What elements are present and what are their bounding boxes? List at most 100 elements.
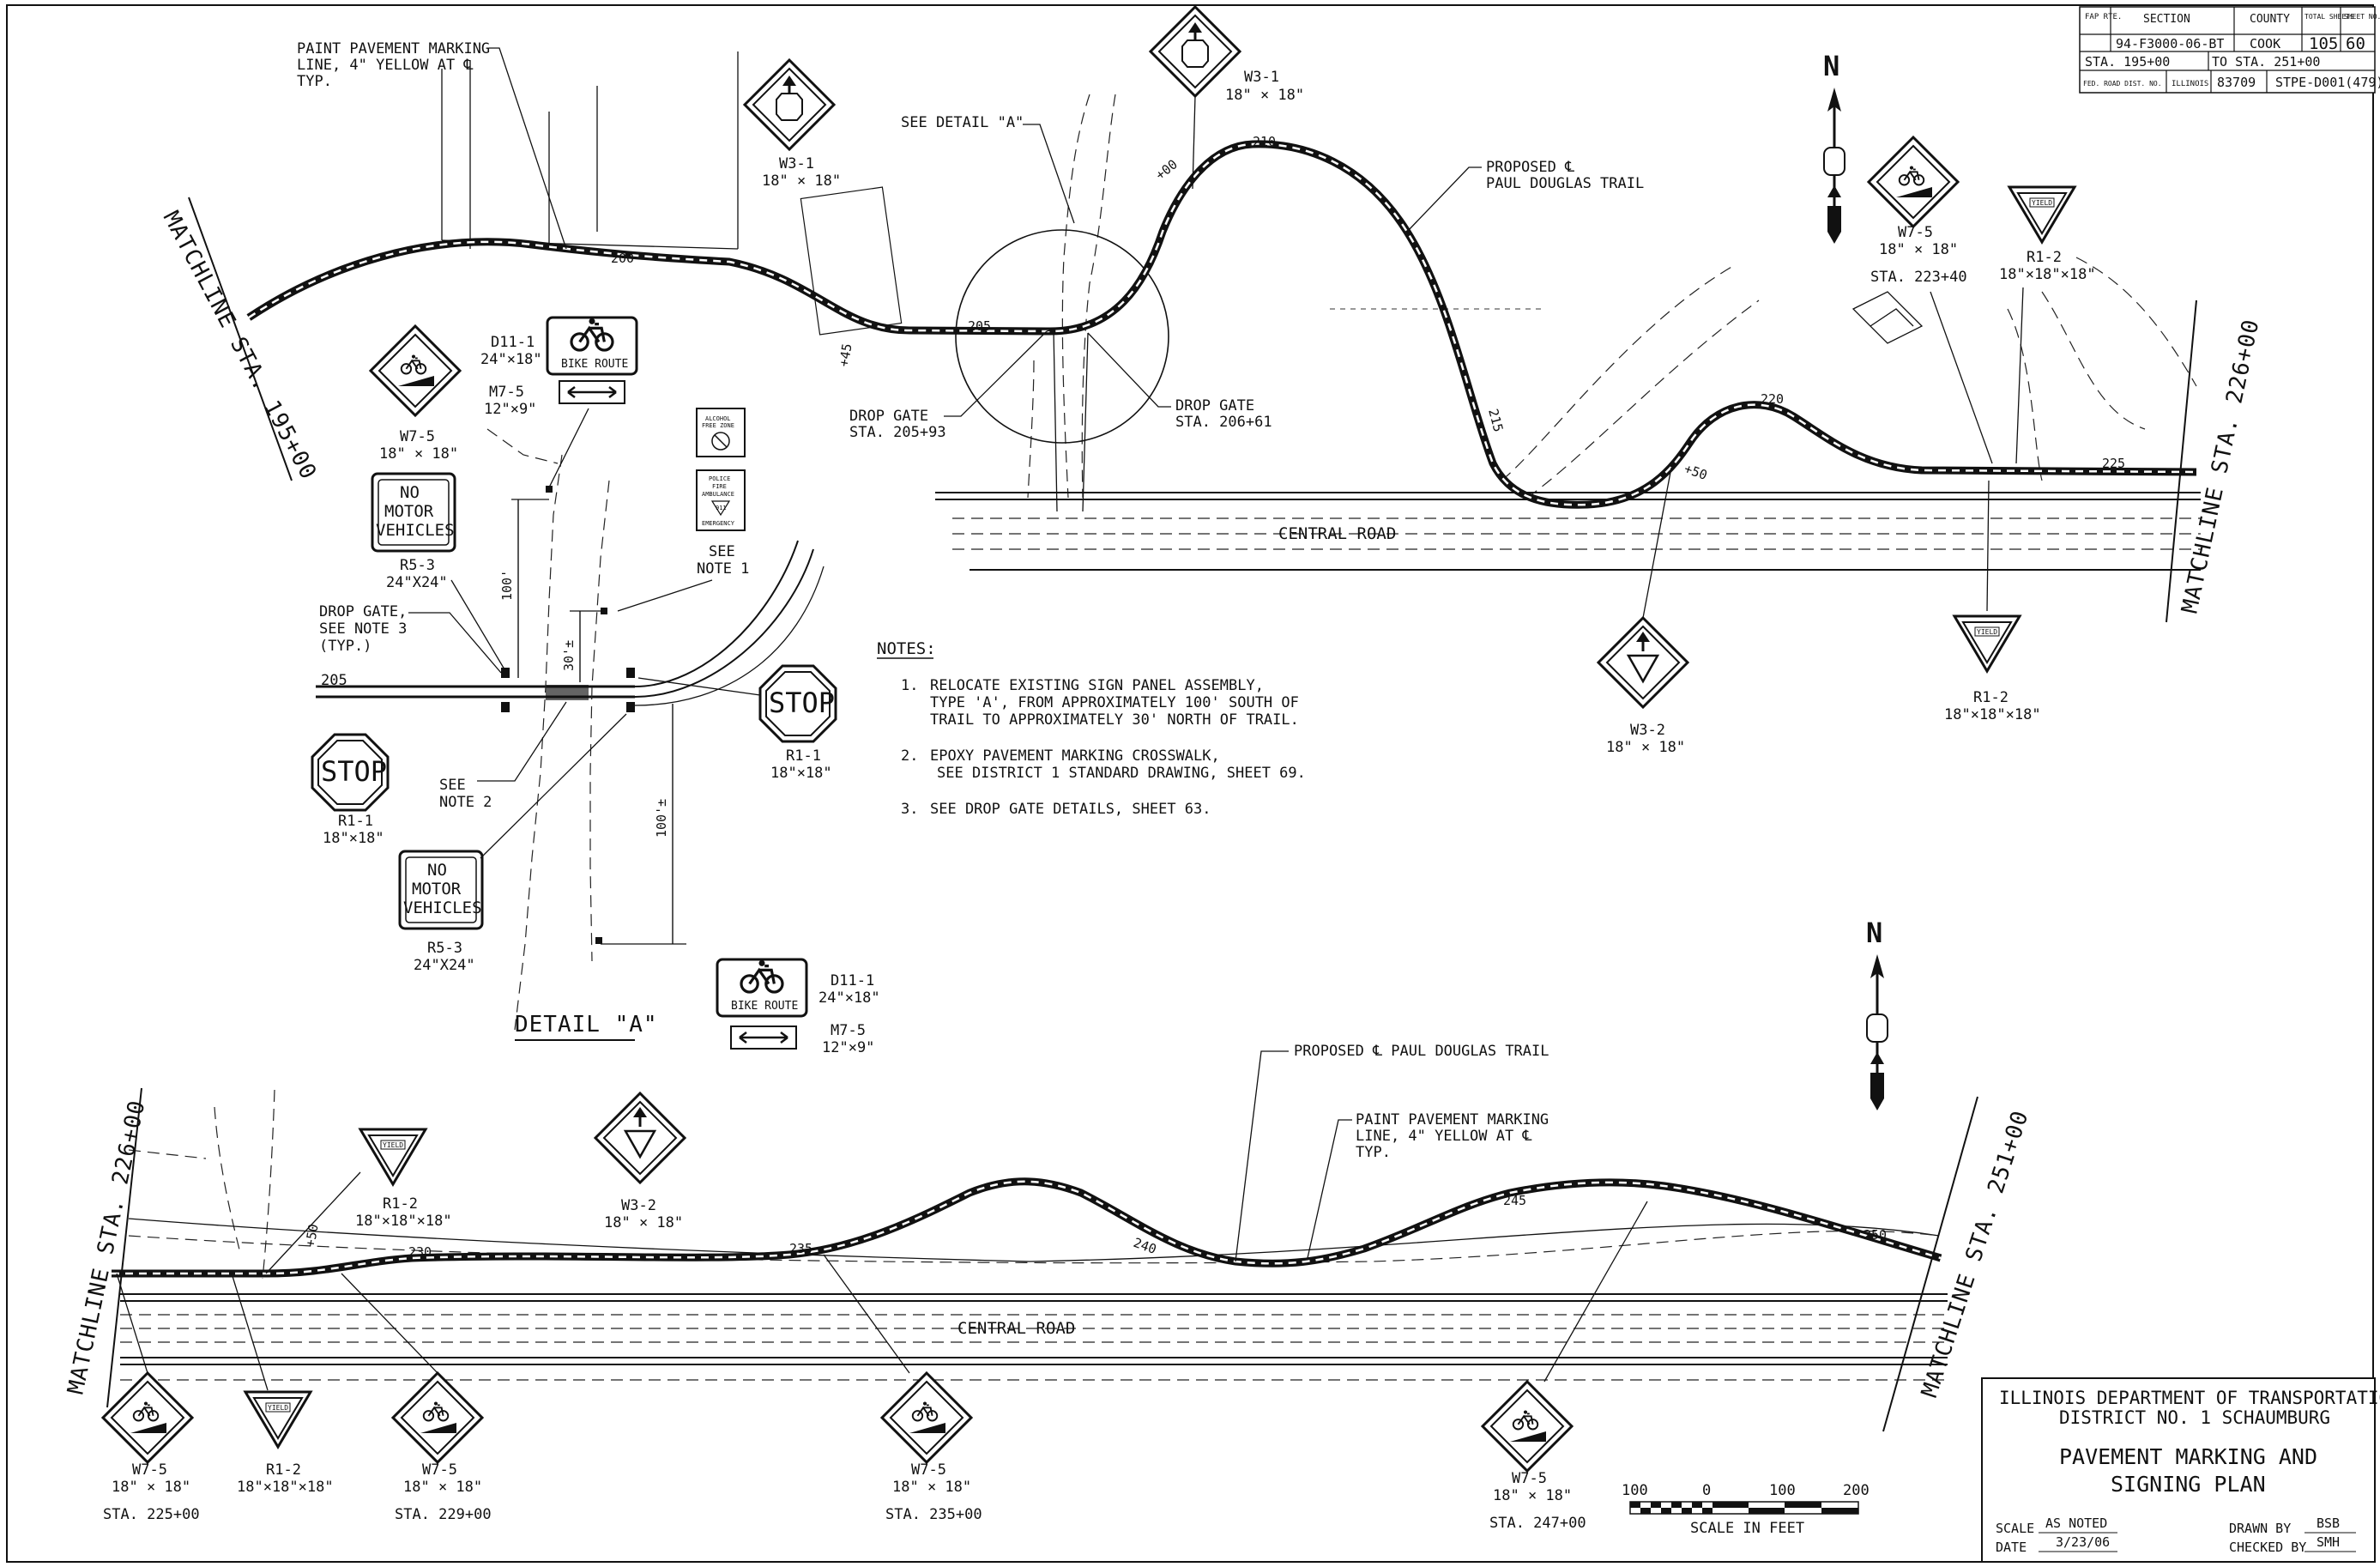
- w7-5-detail-size: 18" × 18": [379, 445, 458, 463]
- note-1-line2: TYPE 'A', FROM APPROXIMATELY 100' SOUTH …: [930, 694, 1299, 711]
- paint-note-line1: PAINT PAVEMENT MARKING: [297, 40, 490, 57]
- svg-text:POLICE: POLICE: [709, 475, 730, 482]
- station-235: 235: [789, 1241, 812, 1256]
- w3-2-bottom-code: W3-2: [621, 1197, 656, 1214]
- stop-sign-right: STOP: [758, 664, 837, 743]
- svg-text:FIRE: FIRE: [712, 483, 727, 490]
- w7-5-sta229-code: W7-5: [422, 1461, 457, 1479]
- sign-w7-5-top-size: 18" × 18": [1879, 241, 1958, 258]
- scale-tick-200: 200: [1843, 1482, 1870, 1499]
- plan-title-line1: PAVEMENT MARKING AND: [2059, 1444, 2317, 1469]
- r1-1-right-code: R1-1: [786, 747, 821, 765]
- station-200: 200: [611, 251, 634, 266]
- county-header: COUNTY: [2250, 13, 2290, 26]
- w7-5-sta225-sta: STA. 225+00: [103, 1506, 200, 1523]
- svg-text:BIKE ROUTE: BIKE ROUTE: [561, 358, 628, 371]
- see-note-2-line1: SEE: [439, 777, 466, 794]
- svg-text:FREE ZONE: FREE ZONE: [702, 422, 734, 429]
- svg-text:MOTOR: MOTOR: [384, 502, 434, 521]
- sign-w7-5-sta225: [103, 1373, 192, 1462]
- station-250: 250: [1864, 1227, 1887, 1243]
- w7-5-sta225-size: 18" × 18": [112, 1479, 190, 1496]
- matchline-top-left: MATCHLINE STA. 195+00: [158, 207, 322, 484]
- r5-3-top-size: 24"X24": [386, 574, 448, 591]
- m7-5-code: M7-5: [489, 384, 524, 401]
- central-road-top: CENTRAL ROAD: [935, 492, 2201, 571]
- svg-text:N: N: [1866, 917, 1882, 949]
- sign-w3-2-top-code: W3-2: [1630, 722, 1665, 739]
- note-2-number: 2.: [901, 747, 918, 765]
- bottom-paint-line1: PAINT PAVEMENT MARKING: [1356, 1111, 1549, 1128]
- project-number: STPE-D001(479): [2275, 75, 2380, 90]
- station-225: 225: [2102, 456, 2125, 471]
- total-sheets-value: 105: [2309, 34, 2338, 53]
- drop-gate-1-line2: STA. 205+93: [849, 424, 946, 441]
- bottom-paint-line3: TYP.: [1356, 1144, 1391, 1161]
- plan-title-line2: SIGNING PLAN: [2111, 1472, 2266, 1497]
- sign-r1-2a-size: 18"×18"×18": [1999, 266, 2096, 283]
- svg-text:MOTOR: MOTOR: [412, 880, 462, 898]
- sign-w3-2-top: [1597, 616, 1689, 709]
- scale-tick-100: 100: [1769, 1482, 1796, 1499]
- note-3-line1: SEE DROP GATE DETAILS, SHEET 63.: [930, 801, 1211, 818]
- scale-label: SCALE: [1996, 1521, 2034, 1536]
- dim-100: 100': [499, 570, 515, 601]
- d11-1-size: 24"×18": [480, 351, 542, 368]
- svg-text:VEHICLES: VEHICLES: [376, 521, 455, 540]
- station-plus50: +50: [1682, 461, 1710, 483]
- station-210: 210: [1253, 134, 1276, 149]
- sign-w3-1a: [743, 58, 836, 151]
- svg-text:YIELD: YIELD: [383, 1141, 403, 1149]
- w7-5-sta229-size: 18" × 18": [403, 1479, 482, 1496]
- sign-d11-1-bottom: BIKE ROUTE: [716, 958, 808, 1050]
- drawn-value: BSB: [2317, 1516, 2340, 1531]
- note-2-line2: SEE DISTRICT 1 STANDARD DRAWING, SHEET 6…: [937, 765, 1306, 782]
- drop-gate-2-line1: DROP GATE: [1175, 397, 1254, 414]
- svg-text:STOP: STOP: [769, 687, 835, 719]
- date-value: 3/23/06: [2056, 1534, 2110, 1550]
- sign-w3-2-bottom: [594, 1092, 686, 1184]
- detail-a-title: DETAIL "A": [515, 1012, 658, 1038]
- sign-w7-5-sta247: [1483, 1382, 1572, 1471]
- r5-3-bottom-code: R5-3: [427, 940, 462, 957]
- scale-value: AS NOTED: [2045, 1516, 2107, 1531]
- dim-100b: 100'±: [654, 799, 669, 838]
- sign-w7-5-top-code: W7-5: [1898, 224, 1933, 241]
- svg-text:AMBULANCE: AMBULANCE: [702, 491, 734, 498]
- agency-line1: ILLINOIS DEPARTMENT OF TRANSPORTATION: [1999, 1388, 2380, 1408]
- drop-gate-1-line1: DROP GATE: [849, 408, 928, 425]
- note-3-number: 3.: [901, 801, 918, 818]
- station-215: 215: [1485, 407, 1506, 433]
- sign-w3-1a-size: 18" × 18": [762, 172, 841, 190]
- station-220: 220: [1761, 391, 1784, 407]
- matchline-bottom-left: MATCHLINE STA. 226+00: [63, 1098, 151, 1396]
- see-note-1-line2: NOTE 1: [697, 560, 749, 578]
- sta-to: TO STA. 251+00: [2212, 54, 2320, 70]
- svg-text:YIELD: YIELD: [2032, 199, 2052, 207]
- sign-r1-2b: YIELD: [1953, 614, 2021, 673]
- sheet-border: [6, 4, 2374, 1563]
- m7-5-bottom-size: 12"×9": [822, 1039, 874, 1056]
- checked-label: CHECKED BY: [2229, 1540, 2306, 1555]
- sign-w7-5-detail: [371, 326, 460, 415]
- r1-2-bottom-code: R1-2: [266, 1461, 301, 1479]
- sign-w3-1b-size: 18" × 18": [1225, 87, 1304, 104]
- svg-text:NO: NO: [427, 861, 447, 880]
- scale-tick-100-left: 100: [1622, 1482, 1648, 1499]
- agency-line2: DISTRICT NO. 1 SCHAUMBURG: [2059, 1407, 2330, 1428]
- sta-from: STA. 195+00: [2085, 54, 2170, 70]
- central-road-bottom: CENTRAL ROAD: [120, 1293, 1948, 1381]
- sign-w3-2-top-size: 18" × 18": [1606, 739, 1685, 756]
- see-note-2-line2: NOTE 2: [439, 794, 492, 811]
- county-value: COOK: [2250, 36, 2280, 51]
- total-sheets-header: TOTAL SHEETS: [2304, 13, 2354, 21]
- drop-gate-2-line2: STA. 206+61: [1175, 414, 1272, 431]
- note-2-line1: EPOXY PAVEMENT MARKING CROSSWALK,: [930, 747, 1220, 765]
- note-1-line3: TRAIL TO APPROXIMATELY 30' NORTH OF TRAI…: [930, 711, 1299, 729]
- w7-5-sta225-code: W7-5: [132, 1461, 167, 1479]
- north-arrow-bottom: N: [1866, 917, 1888, 1110]
- sign-r5-3-bottom: NO MOTOR VEHICLES: [398, 850, 484, 930]
- paul-douglas-trail-top: [246, 140, 2197, 512]
- date-label: DATE: [1996, 1540, 2027, 1555]
- sign-w3-1b: [1149, 5, 1241, 98]
